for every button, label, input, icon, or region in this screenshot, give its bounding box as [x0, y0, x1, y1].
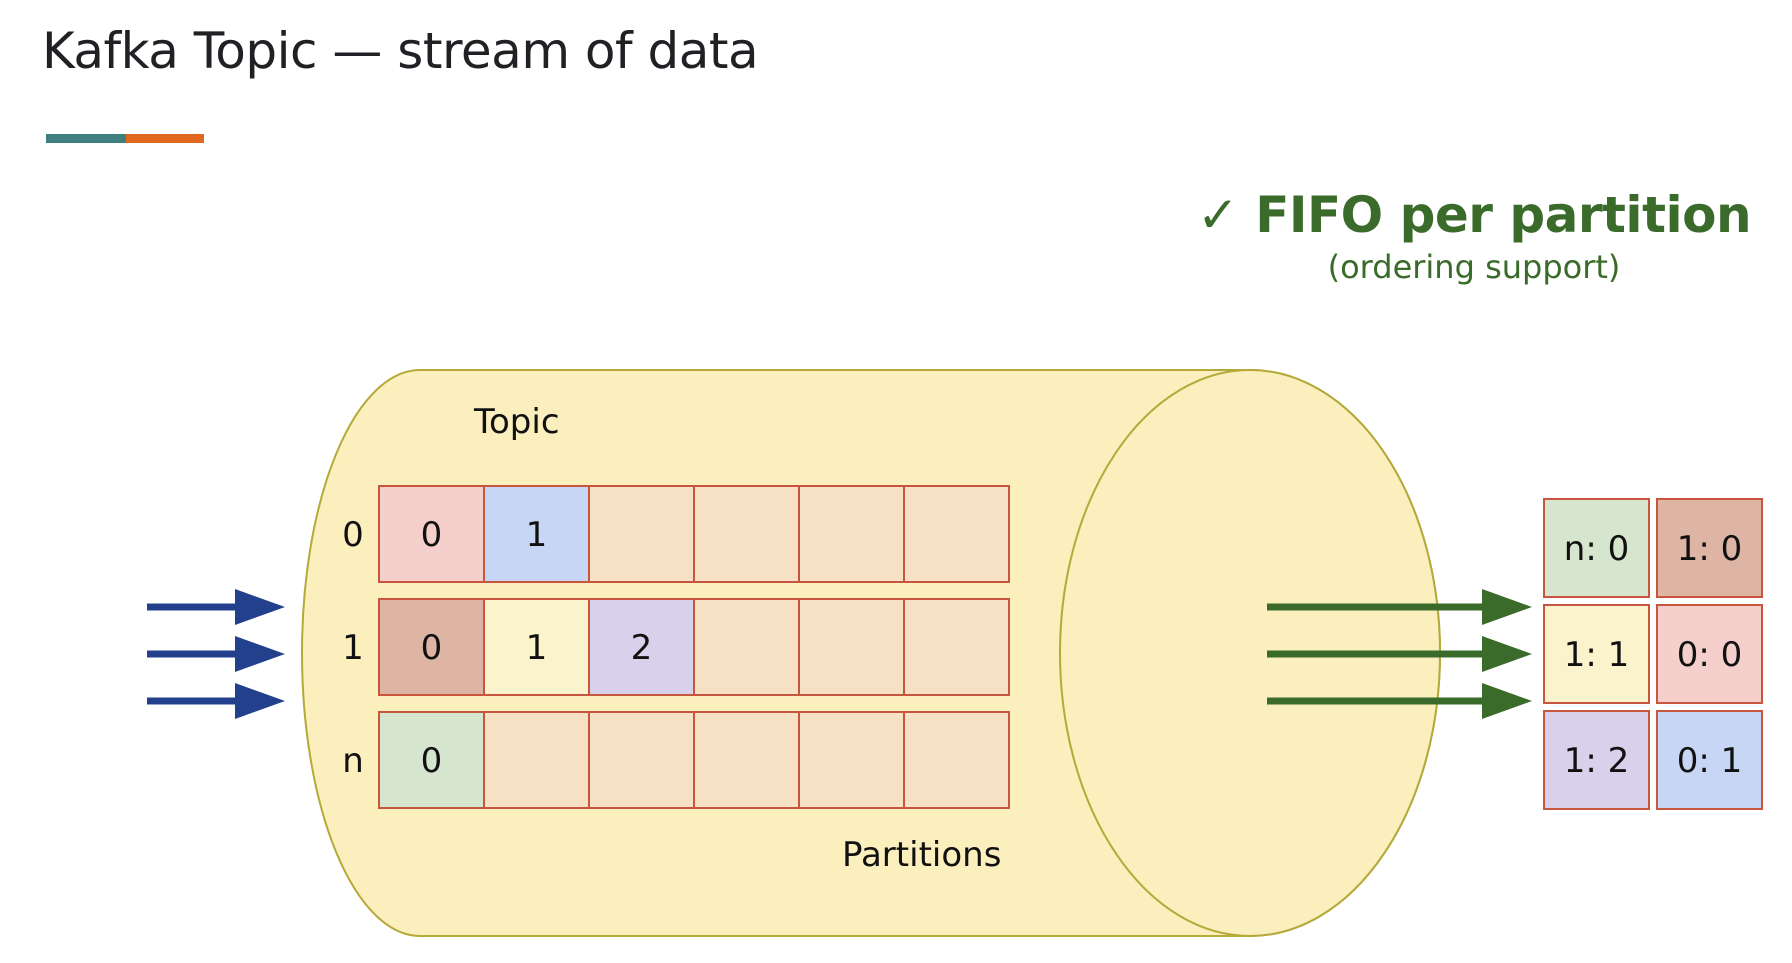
incoming-arrow-head	[235, 683, 285, 719]
partitions-label: Partitions	[842, 835, 1001, 875]
consumed-message-cell	[1543, 604, 1650, 704]
partition-row: 1 0 1 2	[342, 598, 1010, 696]
outgoing-arrow-head	[1482, 589, 1532, 625]
partition-cell	[378, 485, 485, 583]
title-accent-orange	[126, 134, 204, 143]
partition-cell	[588, 711, 695, 809]
outgoing-arrow	[1267, 683, 1532, 719]
message-offset-label: 2	[631, 628, 653, 668]
partition-cell	[798, 711, 905, 809]
consumed-message-label: 0: 1	[1677, 741, 1743, 781]
consumed-message-cell	[1656, 604, 1763, 704]
incoming-arrow-head	[235, 589, 285, 625]
incoming-arrow	[147, 636, 285, 672]
outgoing-arrow	[1267, 636, 1532, 672]
consumed-message-cell	[1543, 710, 1650, 810]
slide-title: Kafka Topic — stream of data	[42, 22, 759, 80]
topic-label: Topic	[473, 402, 560, 442]
partition-id-label: n	[342, 741, 364, 781]
partition-cell	[483, 711, 590, 809]
message-offset-label: 0	[421, 515, 443, 555]
consumed-message-label: n: 0	[1564, 529, 1629, 569]
incoming-arrows	[147, 589, 285, 719]
consumed-message-cell	[1656, 498, 1763, 598]
partition-id-label: 1	[342, 628, 364, 668]
incoming-arrow	[147, 589, 285, 625]
partition-cell	[903, 598, 1010, 696]
partition-id-label: 0	[342, 515, 364, 555]
outgoing-arrow-head	[1482, 683, 1532, 719]
partition-cell	[693, 598, 800, 696]
title-accent-teal	[46, 134, 126, 143]
message-offset-label: 0	[421, 741, 443, 781]
partition-cell	[693, 711, 800, 809]
consumed-message-label: 1: 1	[1564, 635, 1630, 675]
outgoing-arrow-head	[1482, 636, 1532, 672]
partition-cell	[903, 711, 1010, 809]
consumed-message-label: 1: 2	[1564, 741, 1630, 781]
consumed-message-label: 1: 0	[1677, 529, 1743, 569]
partition-cell	[798, 598, 905, 696]
partition-cell	[483, 598, 590, 696]
outgoing-arrow	[1267, 589, 1532, 625]
partition-cell	[378, 711, 485, 809]
consumed-messages-grid: n: 0 1: 0 1: 1 0: 0 1: 2 0: 1	[1543, 498, 1763, 810]
consumed-message-cell	[1656, 710, 1763, 810]
partition-cell	[378, 598, 485, 696]
outgoing-arrows	[1267, 589, 1532, 719]
consumed-message-cell	[1543, 498, 1650, 598]
partition-cell	[798, 485, 905, 583]
message-offset-label: 1	[526, 515, 548, 555]
consumed-message-label: 0: 0	[1677, 635, 1743, 675]
fifo-callout: ✓ FIFO per partition (ordering support)	[1194, 186, 1754, 286]
partition-cell	[588, 598, 695, 696]
fifo-note: (ordering support)	[1327, 248, 1621, 286]
partition-row: 0 0 1	[342, 485, 1010, 583]
message-offset-label: 1	[526, 628, 548, 668]
message-offset-label: 0	[421, 628, 443, 668]
fifo-headline: ✓ FIFO per partition	[1196, 186, 1752, 244]
partition-cell	[903, 485, 1010, 583]
partition-cell	[693, 485, 800, 583]
partition-cell	[588, 485, 695, 583]
incoming-arrow-head	[235, 636, 285, 672]
incoming-arrow	[147, 683, 285, 719]
